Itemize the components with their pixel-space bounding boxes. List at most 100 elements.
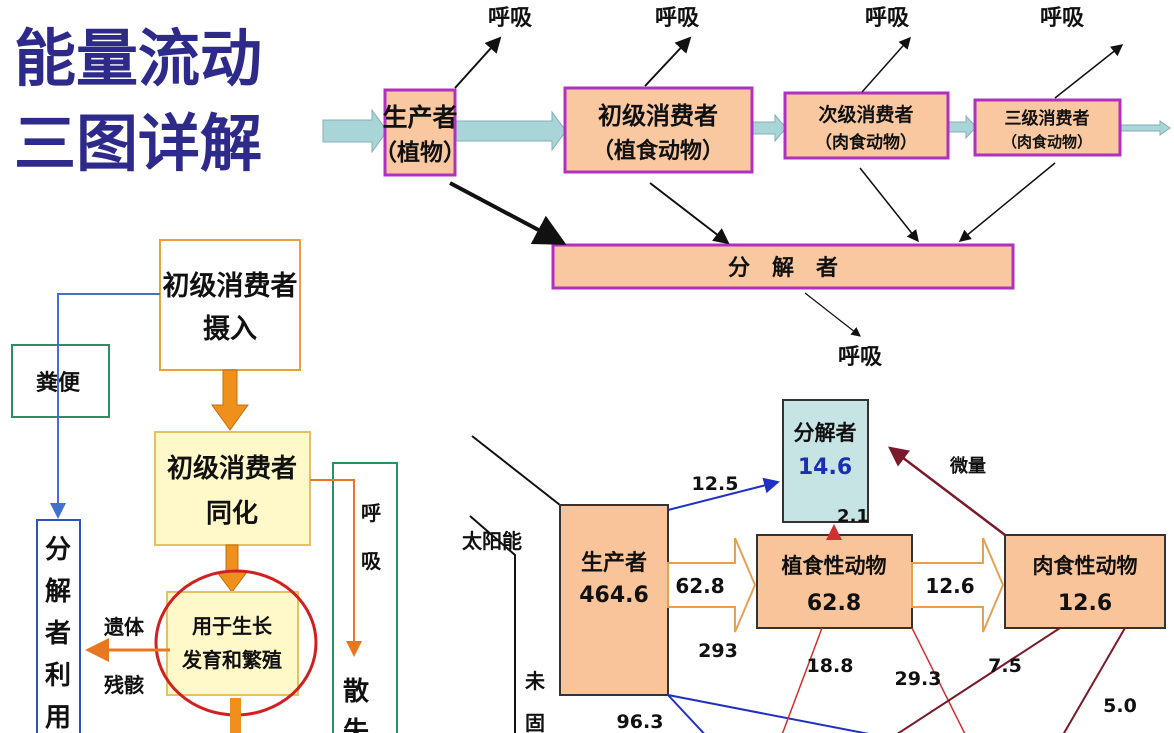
respiration-arrow <box>644 36 692 87</box>
output-arrow <box>1119 120 1171 136</box>
producer-box <box>383 88 457 177</box>
flow-value: 18.8 <box>807 655 854 677</box>
flow-value: 12.6 <box>925 574 974 598</box>
decomposer-respiration-arrow <box>804 292 861 337</box>
herbivore-to-carnivore-arrow <box>911 537 1005 633</box>
title-line-2: 三图详解 <box>14 107 262 180</box>
herbivore-respiration-line <box>781 627 823 733</box>
tertiary-consumer-box <box>973 98 1122 157</box>
down-arrow <box>211 369 249 431</box>
primary-consumer-energy-diagram: 初级消费者 摄入 初级消费者 同化 用于生长 发育和繁殖 粪便 分 解 者 利 … <box>11 239 398 733</box>
to-decomposer-arrow <box>859 167 919 243</box>
carnivore-value: 12.6 <box>1058 591 1112 616</box>
lost-box <box>332 462 398 733</box>
intake-box <box>159 239 301 371</box>
producer-sublabel: （植物） <box>374 139 466 166</box>
flow-value: 2.1 <box>837 506 869 527</box>
flow-value: 5.0 <box>1103 695 1137 717</box>
respiration-arrow <box>861 36 911 93</box>
respiration-label: 呼吸 <box>1040 6 1085 31</box>
decomposer-box <box>782 399 869 523</box>
assimilation-sublabel: 同化 <box>206 499 258 529</box>
remains-sublabel: 残骸 <box>104 673 144 697</box>
respiration-label: 呼吸 <box>655 6 700 31</box>
growth-sublabel: 发育和繁殖 <box>181 648 282 672</box>
producer-to-decomposer-arrow <box>667 477 780 511</box>
decomposer-use-char: 者 <box>45 619 71 649</box>
to-decomposer-arrow <box>449 181 567 245</box>
decomposer-use-char: 分 <box>45 535 71 565</box>
producer-label: 生产者 <box>382 103 457 132</box>
decomposer-label: 分解者 <box>794 421 857 445</box>
feces-flow-line <box>50 293 160 519</box>
decomposer-use-box <box>36 519 81 733</box>
respiration-flow-line <box>310 479 362 657</box>
respiration-char: 呼 <box>361 501 381 525</box>
respiration-arrow <box>1054 44 1124 99</box>
flow-value: 29.3 <box>895 668 942 690</box>
to-decomposer-arrow <box>649 182 730 245</box>
assimilation-box <box>154 431 311 546</box>
producer-value: 464.6 <box>579 583 649 608</box>
decomposer-respiration-label: 呼吸 <box>838 345 883 370</box>
growth-box <box>166 591 299 696</box>
down-arrow <box>216 544 248 593</box>
respiration-label: 呼吸 <box>488 6 533 31</box>
boundary-line <box>469 515 516 733</box>
flow-value: 62.8 <box>675 574 724 598</box>
producer-box <box>559 504 669 696</box>
respiration-arrow <box>454 36 502 89</box>
decomposer-box <box>551 243 1015 290</box>
solar-energy-label: 太阳能 <box>462 529 522 553</box>
unfixed-char: 固 <box>525 711 545 733</box>
carnivore-respiration-line <box>896 627 1061 733</box>
carnivore-to-decomposer-arrow <box>888 446 1006 536</box>
assimilation-label: 初级消费者 <box>167 453 297 484</box>
primary-consumer-sublabel: （植食动物） <box>592 138 724 164</box>
decomposer-use-char: 解 <box>45 577 71 607</box>
decomposer-value: 14.6 <box>798 455 852 480</box>
boundary-line <box>471 435 561 506</box>
carnivore-box <box>1004 534 1166 629</box>
unfixed-char: 未 <box>525 669 545 693</box>
respiration-label: 呼吸 <box>865 6 910 31</box>
food-chain-diagram: 生产者 （植物） 初级消费者 （植食动物） 次级消费者 （肉食动物） 三级消费者… <box>322 6 1171 370</box>
producer-respiration-line <box>667 694 705 733</box>
energy-flow-values-diagram: 太阳能 未 固 生产者 464.6 分解者 14.6 植食性动物 62.8 肉食… <box>462 399 1166 733</box>
decomposer-use-char: 用 <box>45 703 71 733</box>
down-arrow-stem <box>230 698 241 733</box>
secondary-consumer-sublabel: （肉食动物） <box>815 132 917 153</box>
lost-char: 散 <box>343 677 369 707</box>
flow-value: 293 <box>698 640 738 662</box>
decomposer-use-char: 利 <box>45 661 71 691</box>
carnivore-unused-line <box>1062 627 1126 733</box>
remains-label: 遗体 <box>103 615 145 639</box>
herbivore-label: 植食性动物 <box>782 554 887 578</box>
producer-to-herbivore-arrow <box>667 537 757 633</box>
secondary-consumer-box <box>783 91 950 160</box>
herbivore-unused-line <box>911 627 966 733</box>
intake-sublabel: 摄入 <box>203 314 257 345</box>
tertiary-consumer-sublabel: （肉食动物） <box>1002 133 1092 151</box>
decomposer-label: 分 解 者 <box>728 255 838 281</box>
flow-value: 12.5 <box>692 473 739 495</box>
primary-consumer-label: 初级消费者 <box>598 102 718 130</box>
title-line-1: 能量流动 <box>14 22 262 95</box>
herbivore-value: 62.8 <box>807 591 861 616</box>
flow-arrow-1 <box>454 110 567 152</box>
respiration-char: 吸 <box>361 549 382 573</box>
intake-label: 初级消费者 <box>163 270 298 302</box>
feces-box <box>11 344 110 418</box>
tertiary-consumer-label: 三级消费者 <box>1005 108 1090 129</box>
flow-arrow-3 <box>947 114 977 140</box>
secondary-consumer-label: 次级消费者 <box>818 103 913 126</box>
flow-value: 7.5 <box>988 655 1022 677</box>
producer-label: 生产者 <box>581 551 647 576</box>
flow-value: 微量 <box>949 455 986 477</box>
input-arrow <box>322 108 388 154</box>
flow-arrow-2 <box>751 113 787 143</box>
growth-label: 用于生长 <box>192 614 273 638</box>
primary-consumer-box <box>563 86 754 174</box>
to-decomposer-arrow <box>958 162 1056 242</box>
